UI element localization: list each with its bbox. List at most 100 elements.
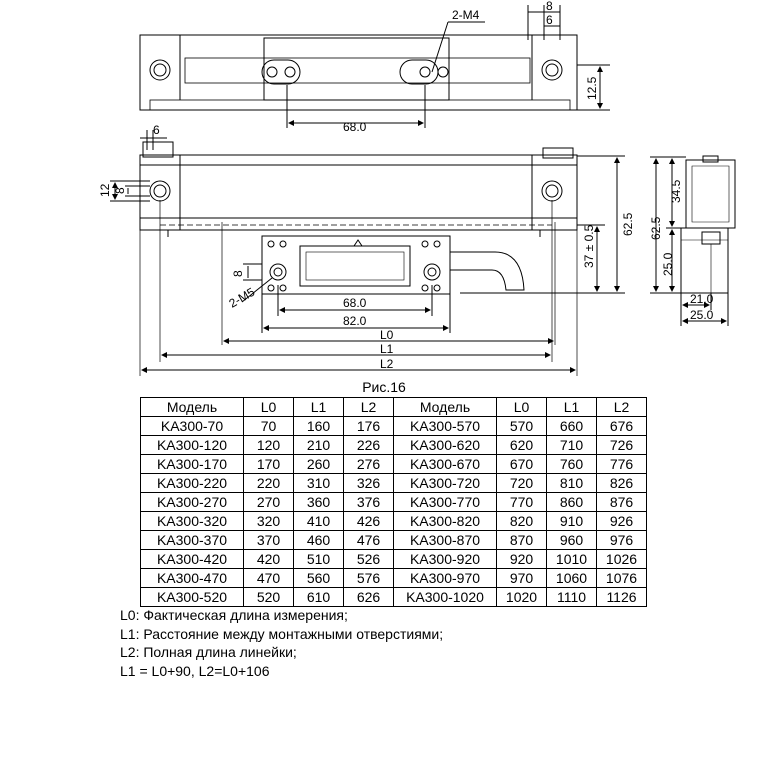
table-cell: 1010 [546,549,597,569]
header-cell: L0 [496,397,547,417]
dim-label-12: 12 [98,183,112,197]
side-view-labels: 62.5 34.5 25.0 21.0 25.0 [649,179,714,322]
table-cell: 326 [343,473,394,493]
dim-label-82: 82.0 [343,314,367,328]
legend-notes: L0: Фактическая длина измерения; L1: Рас… [120,606,443,680]
dim-label-34-5: 34.5 [669,179,683,203]
table-cell: 376 [343,492,394,512]
table-cell: 960 [546,530,597,550]
mount-hole-left [149,180,171,202]
table-cell: KA300-420 [140,549,244,569]
table-cell: KA300-670 [393,454,497,474]
dim-label-8-head: 8 [231,270,245,277]
table-cell: 520 [243,587,294,607]
table-cell: 720 [496,473,547,493]
table-cell: 760 [546,454,597,474]
table-cell: KA300-220 [140,473,244,493]
header-cell: L0 [243,397,294,417]
table-cell: KA300-320 [140,511,244,531]
table-cell: 526 [343,549,394,569]
table-cell: 910 [546,511,597,531]
dim-label-25-0-v: 25.0 [661,252,675,276]
table-cell: 1020 [496,587,547,607]
table-cell: KA300-120 [140,435,244,455]
table-cell: 70 [243,416,294,436]
table-cell: 870 [496,530,547,550]
table-cell: KA300-820 [393,511,497,531]
mounting-slot-left [261,59,301,85]
table-cell: 726 [596,435,647,455]
table-cell: 1076 [596,568,647,588]
table-cell: 976 [596,530,647,550]
front-view [110,130,625,376]
table-cell: 210 [293,435,344,455]
cable [450,251,525,291]
table-cell: 626 [343,587,394,607]
table-cell: 420 [243,549,294,569]
table-cell: 270 [243,492,294,512]
table-cell: 576 [343,568,394,588]
header-cell: Модель [140,397,244,417]
dim-label-l1: L1 [380,342,394,356]
table-cell: 460 [293,530,344,550]
table-cell: 920 [496,549,547,569]
table-cell: 820 [496,511,547,531]
reading-head-top [263,37,450,101]
table-cell: 170 [243,454,294,474]
table-cell: 670 [496,454,547,474]
table-cell: KA300-370 [140,530,244,550]
scale-body-front [139,154,578,231]
front-view-labels: 6 12 8 37 ± 0.5 62.5 8 2-M5 68.0 82.0 L0… [98,123,635,371]
header-cell: L1 [546,397,597,417]
table-cell: KA300-720 [393,473,497,493]
table-cell: 160 [293,416,344,436]
table-cell: 620 [496,435,547,455]
table-cell: 470 [243,568,294,588]
table-cell: KA300-70 [140,416,244,436]
top-view-labels: 2-M4 68.0 8 6 12.5 [343,0,599,134]
table-cell: KA300-920 [393,549,497,569]
table-cell: KA300-570 [393,416,497,436]
header-cell: L2 [343,397,394,417]
dim-label-37: 37 ± 0.5 [582,224,596,268]
side-view [650,155,736,326]
table-cell: KA300-870 [393,530,497,550]
dim-label-2-m4: 2-M4 [452,8,480,22]
table-cell: 710 [546,435,597,455]
mount-hole-right [541,180,563,202]
figure-caption: Рис.16 [362,379,406,395]
table-cell: 410 [293,511,344,531]
table-cell: 660 [546,416,597,436]
note-l0: L0: Фактическая длина измерения; [120,607,348,623]
table-cell: 260 [293,454,344,474]
table-cell: KA300-620 [393,435,497,455]
table-cell: 560 [293,568,344,588]
table-cell: 276 [343,454,394,474]
dim-label-6: 6 [546,13,553,27]
note-l1: L1: Расстояние между монтажными отверсти… [120,625,444,642]
table-cell: 320 [243,511,294,531]
table-cell: 860 [546,492,597,512]
table-cell: 1126 [596,587,647,607]
table-cell: 220 [243,473,294,493]
table-cell: 876 [596,492,647,512]
dim-label-l2: L2 [380,357,394,371]
end-hole-right [541,59,563,81]
dim-label-2-m5: 2-M5 [227,285,258,311]
table-cell: 676 [596,416,647,436]
table-cell: 226 [343,435,394,455]
table-cell: KA300-470 [140,568,244,588]
dim-label-8: 8 [546,0,553,13]
header-cell: L2 [596,397,647,417]
